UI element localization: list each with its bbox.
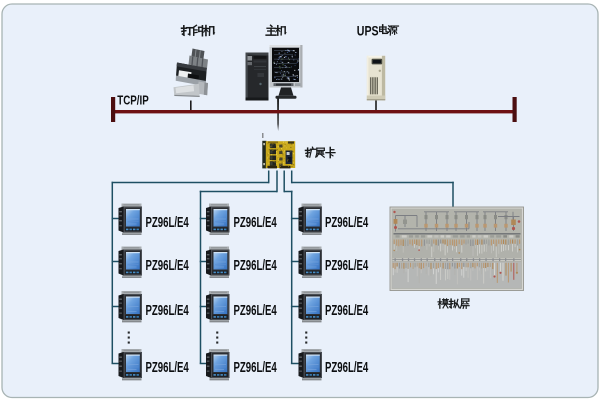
- svg-text:PZ96L/E4: PZ96L/E4: [146, 359, 189, 376]
- svg-text:UPS: UPS: [357, 23, 379, 39]
- svg-text:TCP/IP: TCP/IP: [117, 94, 149, 108]
- svg-text:PZ96L/E4: PZ96L/E4: [325, 359, 368, 376]
- svg-text:PZ96L/E4: PZ96L/E4: [146, 214, 189, 231]
- svg-text:PZ96L/E4: PZ96L/E4: [146, 302, 189, 319]
- svg-text:PZ96L/E4: PZ96L/E4: [233, 302, 276, 319]
- svg-text:PZ96L/E4: PZ96L/E4: [233, 214, 276, 231]
- svg-text:PZ96L/E4: PZ96L/E4: [325, 302, 368, 319]
- svg-text:PZ96L/E4: PZ96L/E4: [233, 257, 276, 274]
- svg-text:PZ96L/E4: PZ96L/E4: [325, 214, 368, 231]
- svg-text:PZ96L/E4: PZ96L/E4: [325, 257, 368, 274]
- svg-text:PZ96L/E4: PZ96L/E4: [233, 359, 276, 376]
- svg-text:PZ96L/E4: PZ96L/E4: [146, 257, 189, 274]
